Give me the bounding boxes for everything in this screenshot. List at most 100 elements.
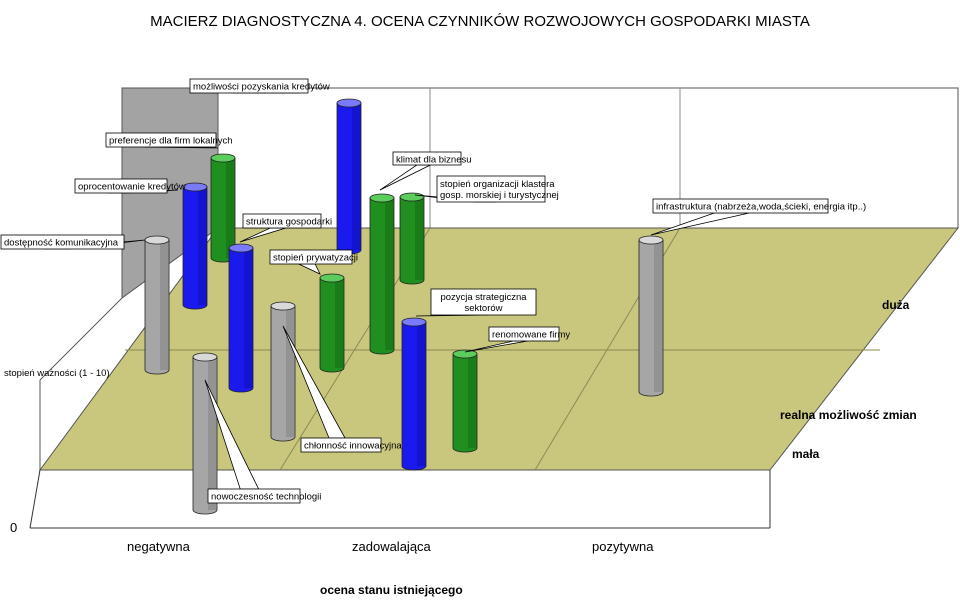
cylinder-bar [399,192,425,285]
cylinder-bar [210,153,236,263]
cylinder-label: renomowane firmy [492,330,570,341]
cylinder-label: struktura gospodarki [246,217,332,228]
cylinder-top [399,192,425,202]
cylinder-top [336,98,362,108]
cylinder-shade [415,197,424,280]
cylinder-label: oprocentowanie kredytów [78,182,186,193]
cylinder-label: dostępność komunikacyjna [4,238,119,249]
cylinder-top [452,349,478,359]
cylinder-top [270,301,296,311]
cylinder-bar [401,317,427,471]
cylinder-callout: chłonność innowacyjna [282,325,402,453]
cylinder-bar [270,301,296,442]
depth-tick-label-large: duża [882,298,910,312]
cylinder-shade [417,322,426,466]
cylinder-callout: dostępność komunikacyjna [0,234,146,250]
callout-box [74,178,168,194]
cylinder-body [228,247,254,393]
x-tick-label: negatywna [127,539,190,554]
x-axis-connector [29,469,41,529]
chart-floor [39,227,960,471]
depth-tick-label-small: mała [792,447,820,461]
callout-box [652,198,829,214]
cylinder-shade [208,357,217,510]
cylinder-bar [144,235,170,375]
chart-title: MACIERZ DIAGNOSTYCZNA 4. OCENA CZYNNIKÓW… [150,13,810,30]
cylinder-body [452,353,478,453]
y-axis-zero-label: 0 [10,520,18,535]
cylinder-shade [226,158,235,258]
cylinder-callout: stopień prywatyzacji [269,249,358,275]
cylinder-top [228,243,254,253]
cylinder-bar [336,98,362,255]
cylinder-top [210,153,236,163]
x-axis-label: ocena stanu istniejącego [320,583,463,597]
callout-box [105,132,217,148]
cylinder-shade [244,248,253,388]
cylinder-callout: nowoczesność technologii [204,379,321,504]
cylinder-body [319,277,345,373]
depth-axis-label: realna możliwość zmian [780,408,917,422]
cylinder-bar [228,243,254,393]
cylinder-callout: klimat dla biznesu [379,151,472,191]
cylinder-shade [198,187,207,305]
cylinder-shade [385,198,394,350]
cylinder-shade [654,240,663,392]
callout-box [430,288,537,316]
callout-box [0,234,125,250]
cylinder-callout: struktura gospodarki [239,213,332,243]
cylinder-top [638,235,664,245]
cylinder-callout: oprocentowanie kredytów [74,178,186,194]
cylinder-callout: renomowane firmy [464,326,570,353]
cylinder-body [369,197,395,355]
x-tick-label: zadowalająca [352,539,431,554]
y-axis-label: stopień ważności (1 - 10) [4,368,110,379]
cylinder-top [192,352,218,362]
callout-box [207,488,301,504]
callout-box [242,213,322,229]
cylinder-top [144,235,170,245]
cylinder-callout: preferencje dla firm lokalnych [105,132,233,149]
x-tick-label: pozytywna [592,539,654,554]
cylinder-body [399,196,425,285]
cylinder-body [182,186,208,310]
callout-box [436,175,546,203]
cylinder-body [638,239,664,397]
cylinder-bar [182,182,208,310]
callout-box [189,78,309,94]
cylinder-body [401,321,427,471]
cylinder-top [319,273,345,283]
cylinder-bar [452,349,478,453]
cylinder-callout: możliwości pozyskania kredytów [189,78,330,94]
cylinder-shade [352,103,361,250]
cylinder-bar [638,235,664,397]
cylinder-label: chłonność innowacyjna [304,441,402,452]
cylinder-body [144,239,170,375]
cylinder-shade [286,306,295,437]
cylinder-bar [319,273,345,373]
cylinder-callout: infrastruktura (nabrzeża,woda,ścieki, en… [650,198,866,236]
callout-box [269,249,353,265]
cylinder-top [182,182,208,192]
cylinder-top [401,317,427,327]
cylinder-shade [160,240,169,370]
front-left-edge [39,297,123,381]
cylinder-shade [468,354,477,448]
callout-box [392,151,462,166]
cylinder-top [369,193,395,203]
callout-box [300,437,382,453]
cylinder-bar [369,193,395,355]
callout-box [488,326,560,342]
cylinder-label: stopień prywatyzacji [273,253,358,264]
cylinder-label: klimat dla biznesu [396,155,472,166]
cylinder-label: możliwości pozyskania kredytów [193,82,330,93]
cylinder-label: nowoczesność technologii [211,492,321,503]
cylinder-label: preferencje dla firm lokalnych [109,136,233,147]
cylinder-label: infrastruktura (nabrzeża,woda,ścieki, en… [656,202,866,213]
